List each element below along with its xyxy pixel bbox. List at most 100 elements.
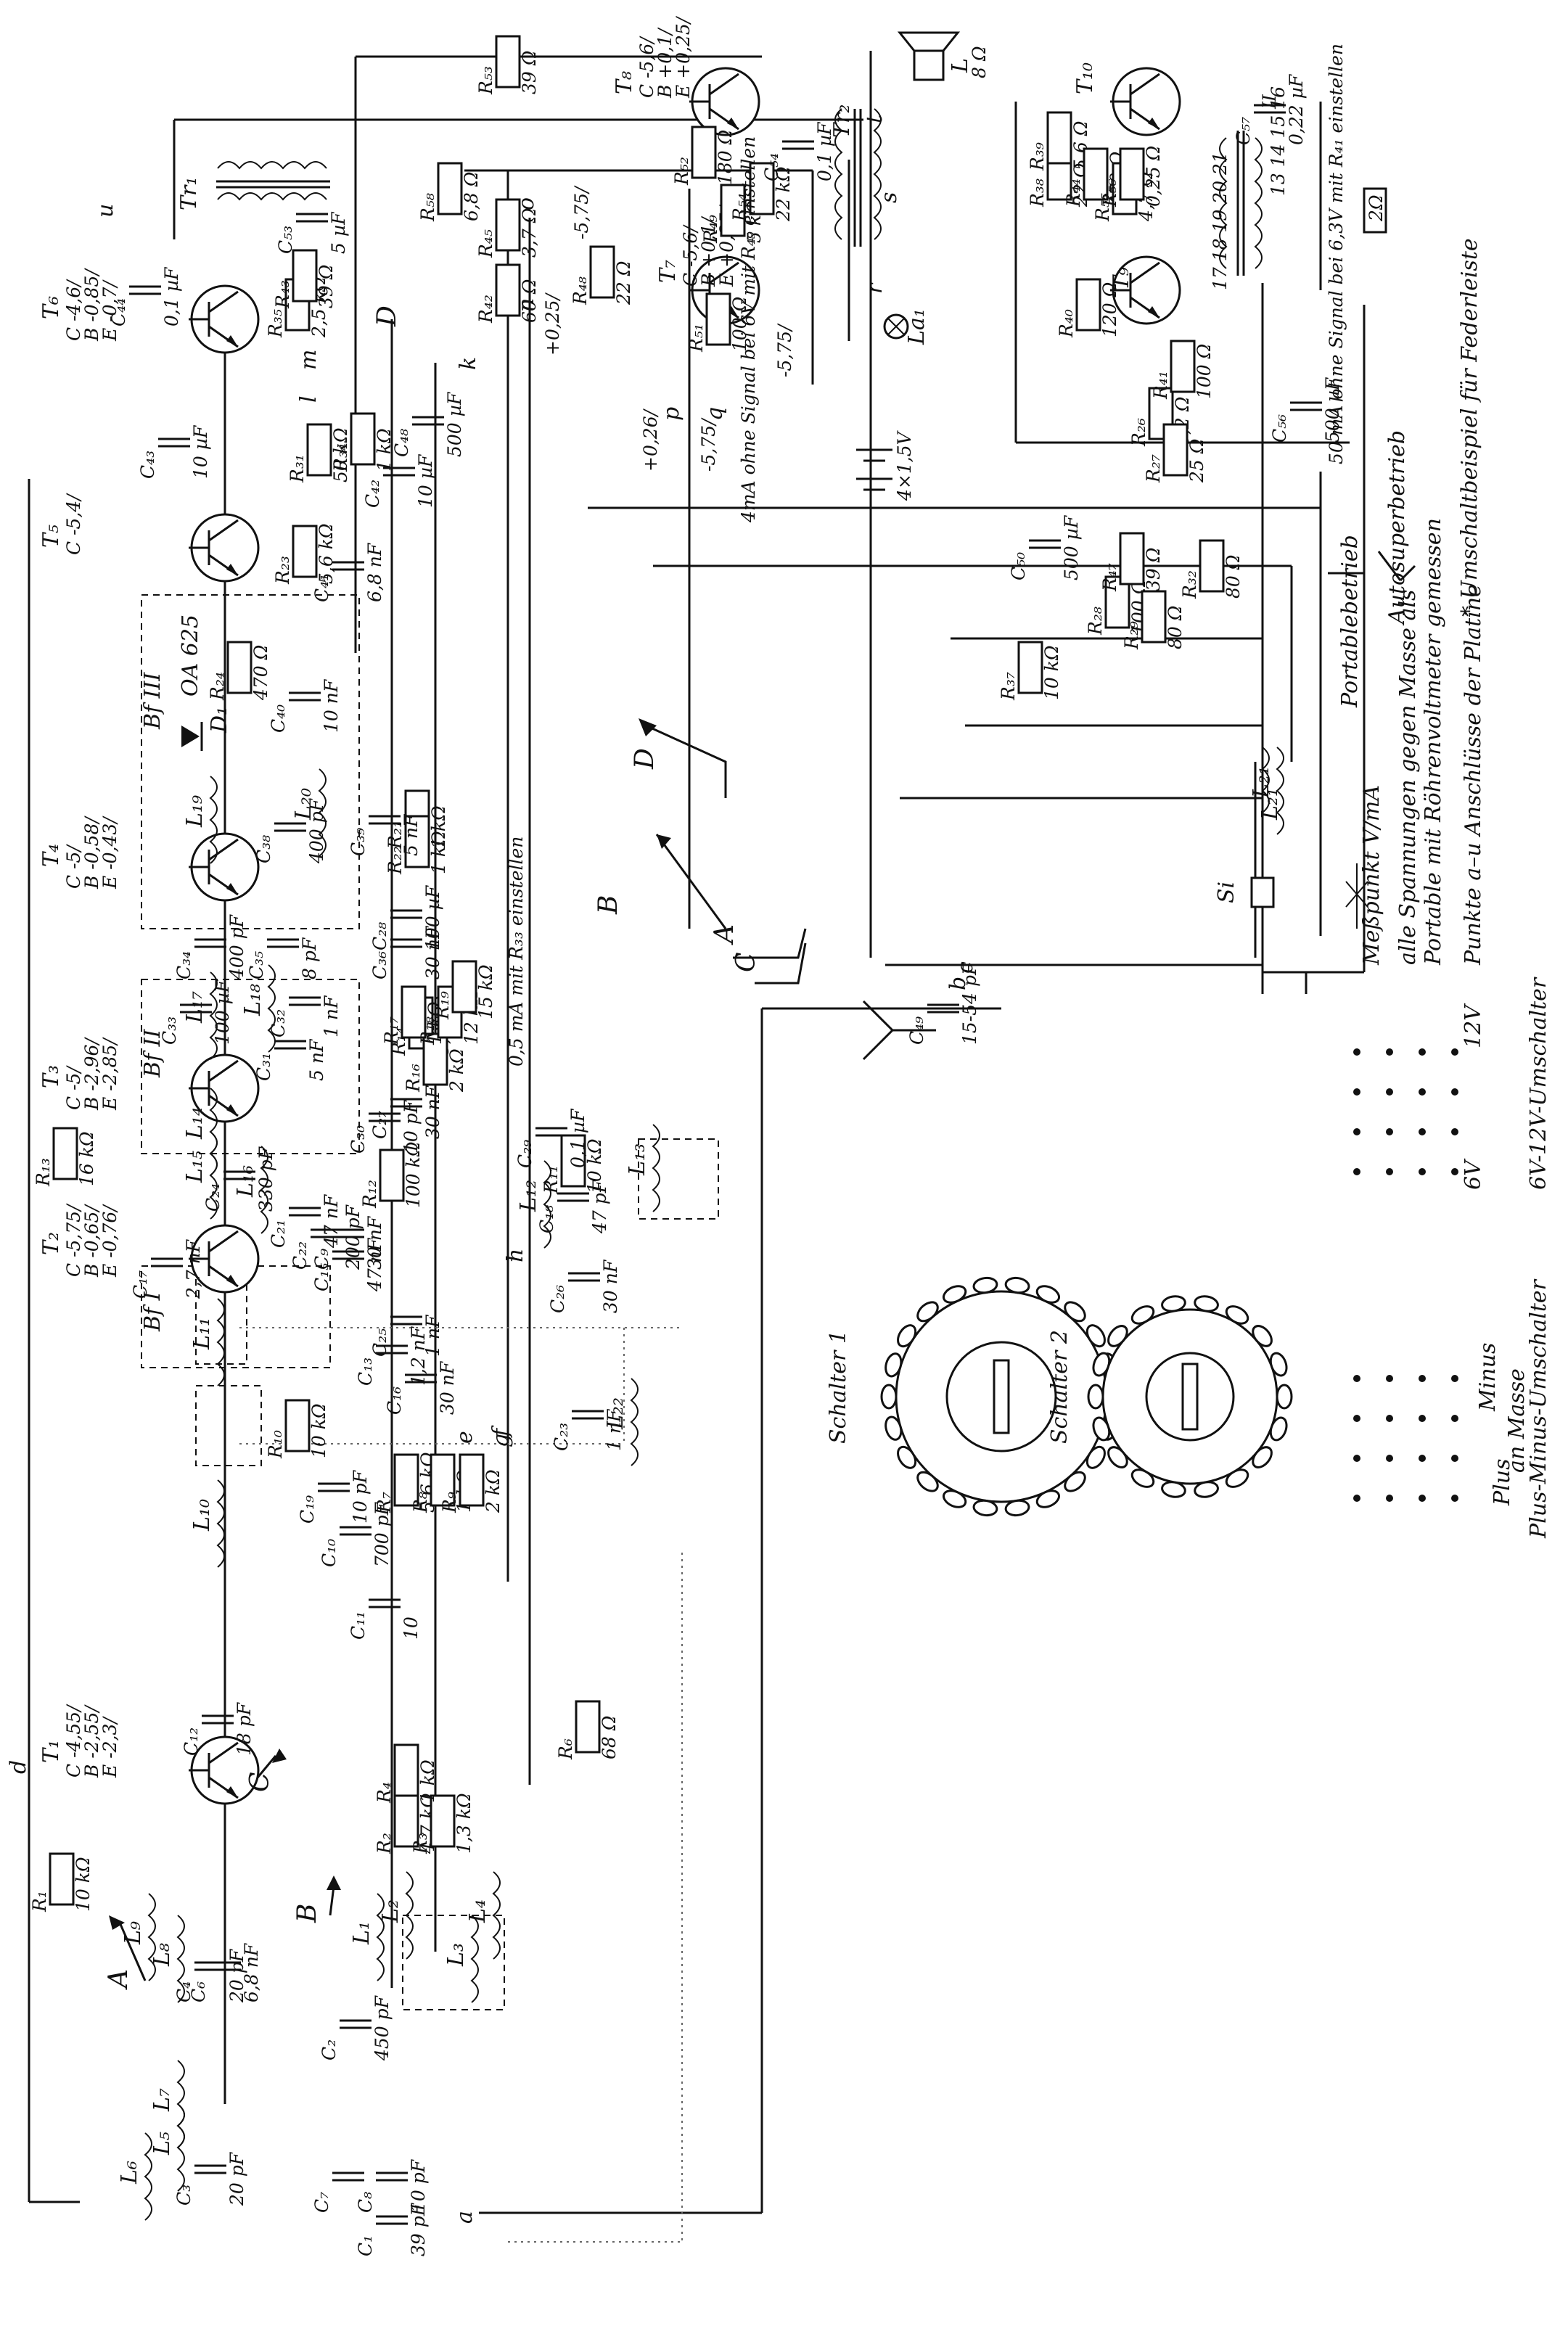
resistor-ref: R₅₄ — [729, 193, 750, 222]
resistor-value: 5,6 kΩ — [316, 523, 337, 584]
capacitor-ref: C₂₃ — [551, 1423, 572, 1451]
lamp: La₁ — [883, 308, 929, 345]
capacitor-value: 6,8 nF — [241, 1942, 262, 2002]
output-transformer: Tr₂ — [829, 104, 882, 247]
diode-type: OA 625 — [178, 615, 203, 696]
coil-label: L₂₁ — [1249, 766, 1274, 799]
resistor-ref: R₂₁ — [385, 821, 406, 850]
capacitor-ref: C₁₉ — [297, 1495, 318, 1524]
resistor-ref: R₄₄ — [1063, 178, 1084, 207]
resistor-ref: R₂₂ — [385, 846, 406, 875]
capacitor-value: 0,22 µF — [1286, 73, 1307, 145]
coil-label: L₇ — [149, 2088, 175, 2112]
transistor-10 — [1110, 67, 1181, 136]
coil: L₄ — [465, 1871, 501, 1960]
resistor-value: 22 Ω — [613, 261, 634, 306]
resistor-value: 100 Ω — [1194, 344, 1215, 399]
capacitor-ref: C₅₆ — [1269, 414, 1290, 443]
output-transformer-label: Tr₂ — [829, 104, 855, 138]
resistor-ref: R₃₈ — [1027, 178, 1048, 207]
point-letter: i — [503, 1255, 528, 1262]
speaker-value: 8 Ω — [969, 46, 990, 78]
capacitor-ref: C₈ — [355, 2192, 376, 2213]
resistor-ref: R₄₈ — [570, 276, 591, 305]
point-letter: t — [862, 114, 887, 123]
coil-label: L₂₀ — [291, 788, 316, 821]
resistor-ref: R₁ — [29, 1891, 50, 1912]
capacitor-ref: C₅₄ — [761, 153, 782, 181]
point-letter: l — [296, 395, 321, 403]
resistor-value: 1 kΩ — [428, 831, 449, 874]
coil-label: L₈ — [149, 1943, 175, 1967]
resistor-ref: R₅₆ — [1099, 178, 1120, 207]
arrow-label-d: D — [630, 748, 660, 770]
resistor-value: 22 kΩ — [773, 166, 794, 222]
capacitor-value: 6,8 nF — [364, 542, 385, 602]
point-letter: h — [503, 1249, 528, 1262]
transistor-labels: T₁ C -4,55/ B -2,55/ E -2,3/ T₂ C -5,75/… — [38, 15, 1134, 1778]
capacitor-value: 1 nF — [604, 1408, 625, 1451]
transistor-label: T₇ — [655, 260, 681, 283]
capacitor-value: 1 nF — [321, 995, 342, 1037]
coil: L₁₅ — [182, 1131, 218, 1220]
resistor-value: 1 kΩ — [428, 805, 449, 849]
capacitor-value: 5 nF — [306, 1038, 327, 1081]
diode-label: D₁ — [207, 707, 232, 734]
meas-value: -5,75/ — [571, 185, 592, 239]
coil: L₁ — [349, 1893, 385, 1981]
capacitor-ref: C₇ — [311, 2192, 332, 2213]
switch-label: Schalter 2 — [1047, 1330, 1072, 1444]
resistor-ref: R₁₃ — [33, 1158, 54, 1187]
resistor-ref: R₇ — [374, 1492, 395, 1513]
resistor-ref: R₃₇ — [998, 672, 1019, 701]
transistor-voltage: C -5/ — [63, 1065, 84, 1110]
legend: Meßpunkt V/mA alle Spannungen gegen Mass… — [1345, 518, 1486, 966]
capacitor-value: 10 pF — [408, 2158, 429, 2213]
transistor-group — [189, 67, 1181, 1805]
bandfilter-screens — [141, 594, 719, 2010]
capacitor-ref: C₃₉ — [348, 828, 369, 856]
bandfilter-label: Bf III — [140, 672, 165, 730]
capacitor-ref: C₅₇ — [1233, 117, 1254, 145]
point-letter: u — [93, 204, 118, 218]
resistor-ref: R₁₉ — [432, 991, 453, 1020]
coil: L₆ — [117, 2132, 152, 2221]
arrow-label-c: C — [731, 952, 761, 972]
rotary-switch-1: Schalter 1 — [826, 1276, 1122, 1517]
transistor-voltage: E -0,43/ — [99, 815, 120, 889]
resistor-ref: R₁₂ — [359, 1180, 380, 1209]
capacitor-ref: C₁₁ — [348, 1611, 369, 1640]
switch-labels: Portablebetrieb Autosuperbetrieb * Umsch… — [1328, 238, 1482, 708]
battery-label: 4×1,5V — [894, 430, 915, 501]
point-letter: c — [953, 961, 978, 974]
capacitor: C₅₇ 0,22 µF — [1233, 73, 1307, 145]
resistor-value: 10 kΩ — [584, 1138, 605, 1193]
transistor-voltage: C -5,6/ — [680, 224, 701, 287]
resistor-ref: R₁₀ — [265, 1430, 286, 1459]
